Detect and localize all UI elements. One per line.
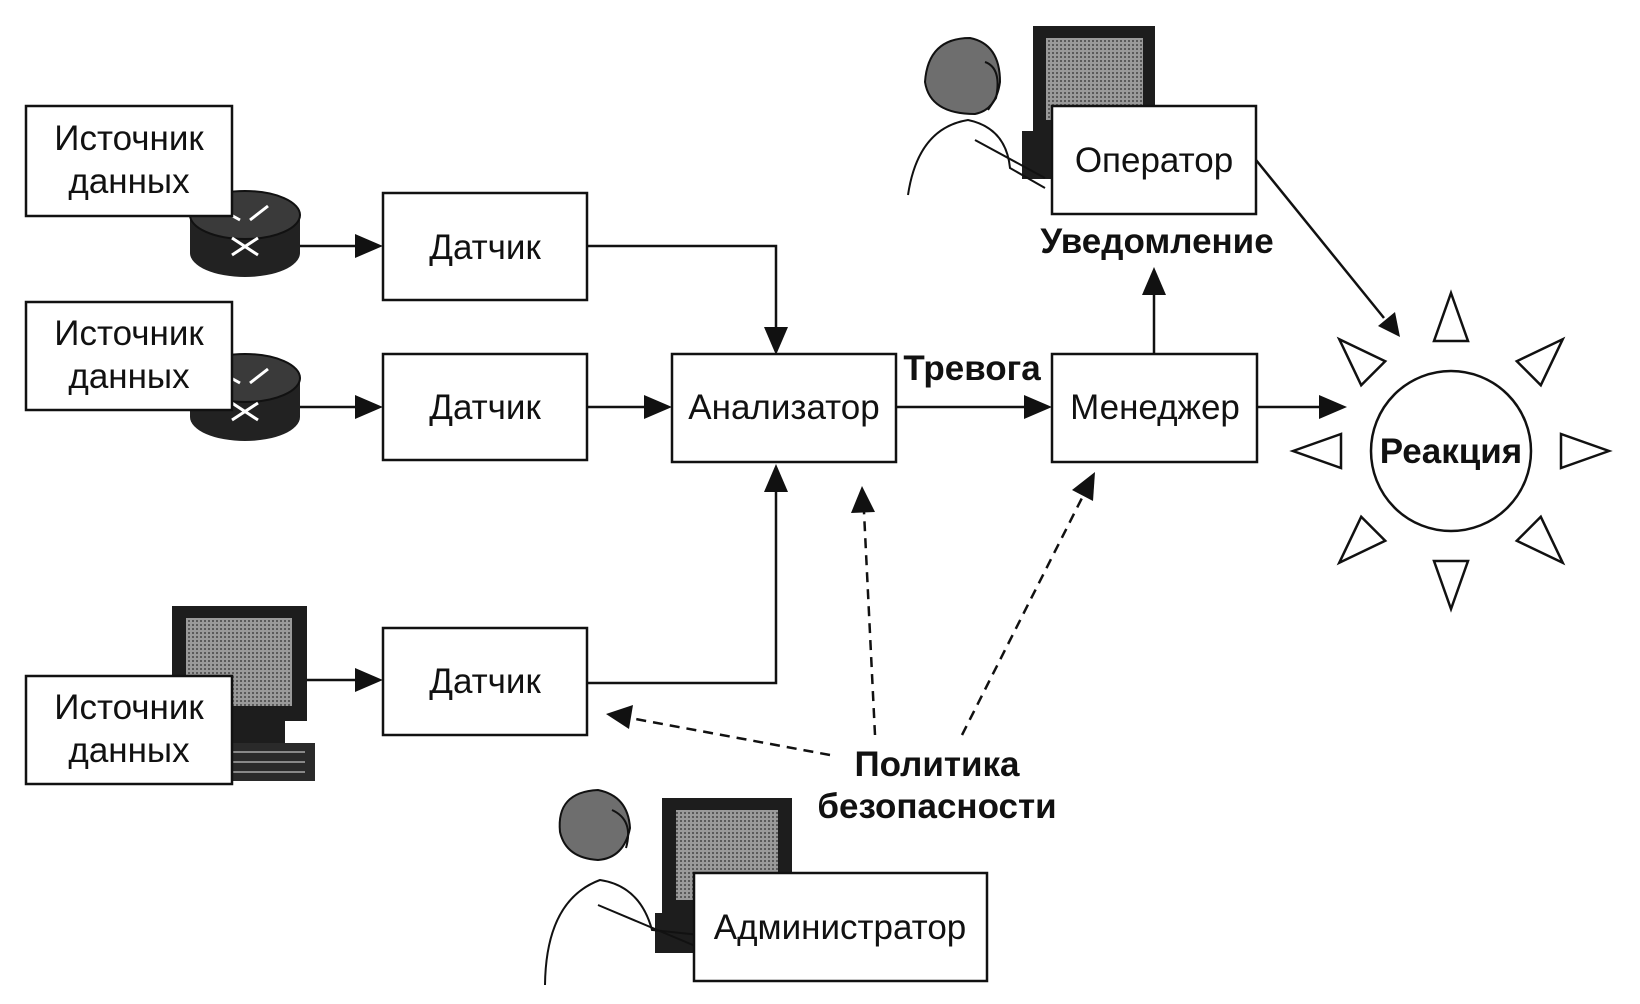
administrator-box: Администратор xyxy=(692,871,989,983)
arrowhead xyxy=(355,395,383,419)
arrowhead xyxy=(1142,267,1166,295)
source-label: данных xyxy=(68,357,190,396)
arrowhead xyxy=(851,486,875,513)
reaction-ray xyxy=(1336,336,1388,388)
sensor-label: Датчик xyxy=(429,388,541,427)
source-label: данных xyxy=(68,731,190,770)
reaction-ray xyxy=(1336,514,1388,566)
reaction-ray xyxy=(1559,432,1613,470)
analyzer-label: Анализатор xyxy=(688,388,879,427)
reaction-ray xyxy=(1432,289,1470,343)
reaction-ray xyxy=(1514,336,1566,388)
connectors xyxy=(300,159,1400,757)
administrator-label: Администратор xyxy=(714,908,967,947)
reaction-ray xyxy=(1514,514,1566,566)
notification-label: Уведомление xyxy=(1040,222,1273,261)
sensor-label: Датчик xyxy=(429,228,541,267)
policy-edge-manager xyxy=(960,495,1085,736)
analyzer-box: Анализатор xyxy=(670,352,898,464)
manager-label: Менеджер xyxy=(1070,388,1240,427)
source-label: Источник xyxy=(54,314,204,353)
sensor-box-1: Датчик xyxy=(381,191,589,302)
policy-label: Политика xyxy=(854,745,1020,784)
edge-sensor1-analyzer xyxy=(587,244,778,330)
arrowhead xyxy=(644,395,672,419)
source-label: Источник xyxy=(54,119,204,158)
edge-sensor3-analyzer xyxy=(587,489,778,685)
arrowhead xyxy=(1319,395,1347,419)
policy-edge-sensor3 xyxy=(629,716,831,757)
reaction-ray xyxy=(1432,559,1470,613)
alarm-label: Тревога xyxy=(903,349,1041,388)
operator-box: Оператор xyxy=(1050,104,1258,216)
source-box-3: Источник данных xyxy=(24,674,234,786)
arrowhead xyxy=(606,705,633,729)
reaction-label: Реакция xyxy=(1380,432,1522,471)
arrowhead xyxy=(355,668,383,692)
arrowhead xyxy=(1378,312,1400,337)
policy-label: безопасности xyxy=(817,787,1056,826)
reaction-circle xyxy=(1369,369,1533,533)
source-label: Источник xyxy=(54,688,204,727)
source-label: данных xyxy=(68,162,190,201)
manager-box: Менеджер xyxy=(1050,352,1259,464)
sensor-box-2: Датчик xyxy=(381,352,589,462)
arrowhead xyxy=(764,327,788,355)
computer-icon xyxy=(160,606,315,781)
arrowhead xyxy=(1072,472,1095,501)
arrowhead xyxy=(764,464,788,492)
arrowhead xyxy=(1024,395,1052,419)
reaction-burst-icon: Реакция xyxy=(1289,289,1613,613)
operator-label: Оператор xyxy=(1075,141,1233,180)
reaction-ray xyxy=(1289,432,1343,470)
sensor-box-3: Датчик xyxy=(381,626,589,737)
sensor-label: Датчик xyxy=(429,662,541,701)
arrowhead xyxy=(355,234,383,258)
reaction-rays xyxy=(1289,289,1613,613)
edge-operator-reaction xyxy=(1255,159,1385,319)
source-box-1: Источник данных xyxy=(24,104,234,218)
source-box-2: Источник данных xyxy=(24,300,234,412)
policy-edge-analyzer xyxy=(862,511,877,736)
